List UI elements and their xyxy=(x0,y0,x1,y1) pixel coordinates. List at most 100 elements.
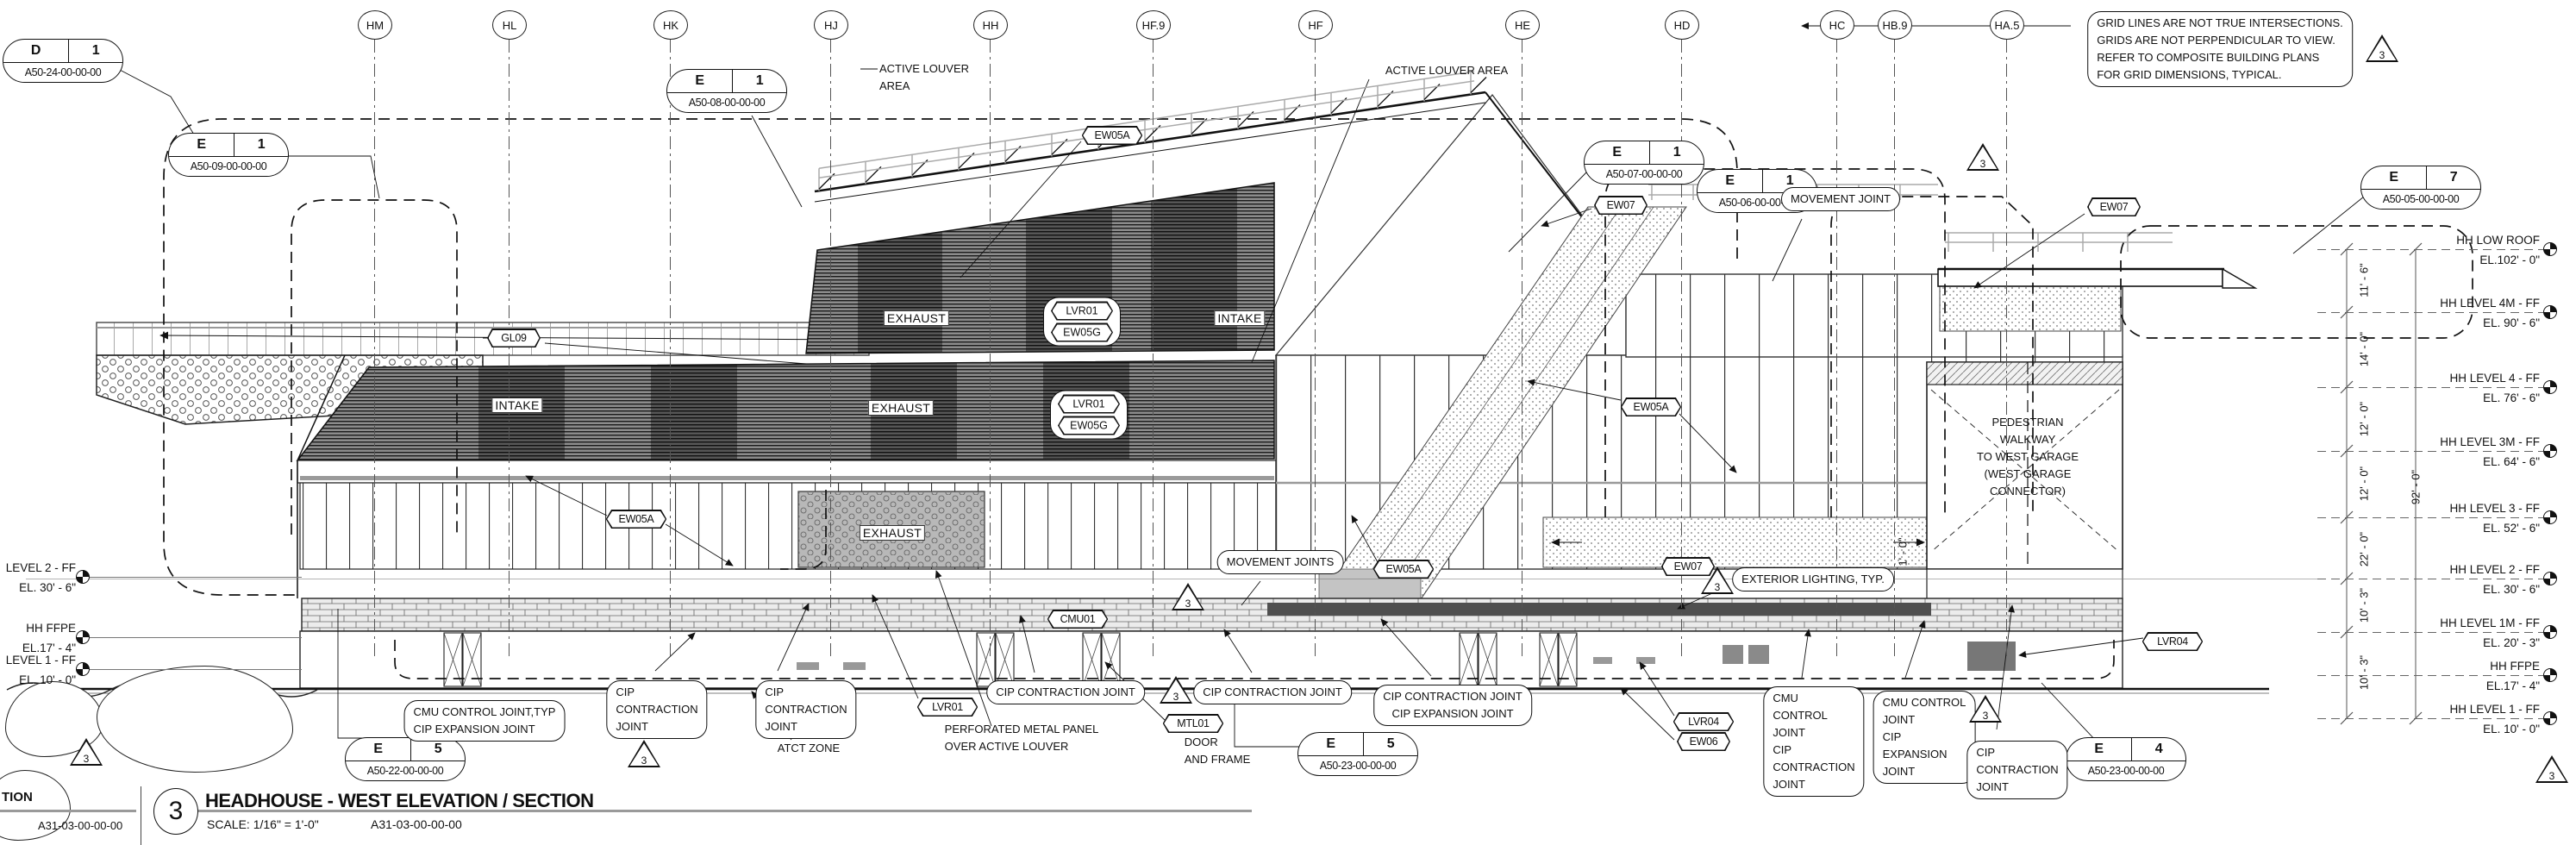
level-marker xyxy=(76,662,90,676)
grid-line-HL xyxy=(509,40,510,660)
callout-sheet: A50-07-00-00-00 xyxy=(1585,164,1704,184)
material-tag-CMU01: CMU01 xyxy=(1047,610,1109,629)
callout-letter: E xyxy=(1725,173,1735,188)
callout-letter: D xyxy=(30,43,41,58)
level-name: HH LEVEL 2 - FF xyxy=(2449,563,2540,576)
area-label-exhaust: EXHAUST xyxy=(867,400,935,416)
grid-bubble-HH: HH xyxy=(973,10,1008,40)
level-name: HH FFPE xyxy=(26,622,76,635)
level-marker xyxy=(2543,572,2557,585)
grid-line-HJ xyxy=(830,40,831,660)
grid-bubble-HF.9: HF.9 xyxy=(1136,10,1171,40)
level-marker xyxy=(2543,242,2557,256)
title-rule xyxy=(197,810,1252,812)
callout-sheet: A50-23-00-00-00 xyxy=(1298,755,1417,775)
level-marker xyxy=(2543,380,2557,394)
adjacent-title-fragment: TION xyxy=(2,790,33,804)
callout-number: 1 xyxy=(68,40,122,62)
level-elevation: EL. 52' - 6" xyxy=(2483,522,2540,535)
atct-zone: ATCT ZONE xyxy=(777,742,841,754)
drawing-number-bubble: 3 xyxy=(153,788,198,835)
level-marker xyxy=(2543,668,2557,682)
grid-line-HK xyxy=(670,40,671,660)
grid-line-HM xyxy=(374,40,375,660)
level-elevation: EL. 10' - 0" xyxy=(19,673,76,686)
level-name: HH LEVEL 4M - FF xyxy=(2440,297,2540,310)
material-tag-LVR01: LVR01 xyxy=(916,698,979,717)
exterior-lighting: EXTERIOR LIGHTING, TYP. xyxy=(1732,567,1894,592)
level-elevation: EL. 30' - 6" xyxy=(19,581,76,594)
level-name: HH LEVEL 1 - FF xyxy=(2449,703,2540,716)
callout-number: 5 xyxy=(1363,733,1417,755)
area-label-exhaust: EXHAUST xyxy=(883,310,950,326)
dimension-label: 22' - 0" xyxy=(2357,531,2371,567)
grid-bubble-HM: HM xyxy=(358,10,392,40)
revision-triangle: 3 xyxy=(1160,676,1192,704)
adjacent-title-rule xyxy=(0,810,136,812)
callout-sheet: A50-22-00-00-00 xyxy=(346,760,465,780)
level-marker xyxy=(2543,305,2557,319)
level-name: LEVEL 2 - FF xyxy=(5,561,76,574)
adjacent-sheet-ref: A31-03-00-00-00 xyxy=(38,819,123,832)
material-tag-EW06: EW06 xyxy=(1677,732,1730,751)
title-block xyxy=(0,780,1293,845)
level-name: HH LEVEL 3M - FF xyxy=(2440,435,2540,448)
grid-bubble-HF: HF xyxy=(1298,10,1333,40)
callout-letter: E xyxy=(2094,742,2104,756)
area-label-intake: INTAKE xyxy=(1214,310,1266,326)
level-line xyxy=(2317,387,2543,388)
grid-line-HF.9 xyxy=(1153,40,1154,660)
cip-contraction-4: CIP CONTRACTION JOINT xyxy=(1193,680,1352,704)
drawing-number: 3 xyxy=(168,797,184,825)
dimension-label: 10' - 3" xyxy=(2357,587,2371,623)
level-name: LEVEL 1 - FF xyxy=(5,654,76,667)
callout-sheet: A50-23-00-00-00 xyxy=(2066,760,2185,780)
grid-note: GRID LINES ARE NOT TRUE INTERSECTIONS.GR… xyxy=(2087,11,2353,87)
level-line xyxy=(2317,632,2543,633)
material-tag-EW05G: EW05G xyxy=(1051,322,1113,342)
level-name: HH LEVEL 4 - FF xyxy=(2449,372,2540,385)
level-elevation: EL. 10' - 0" xyxy=(2483,723,2540,735)
level-marker xyxy=(2543,510,2557,524)
callout-letter: E xyxy=(1612,145,1622,160)
level-elevation: EL.17' - 4" xyxy=(2485,679,2540,692)
grid-bubble-HJ: HJ xyxy=(814,10,848,40)
grid-line-HH xyxy=(990,40,991,660)
grid-line-HA.5 xyxy=(2006,40,2007,660)
drawing-sheet-ref: A31-03-00-00-00 xyxy=(371,817,462,831)
callout-number: 7 xyxy=(2426,166,2480,189)
material-tag-LVR04: LVR04 xyxy=(1673,712,1735,731)
material-tag-EW05A: EW05A xyxy=(1620,397,1682,416)
level-marker xyxy=(2543,711,2557,725)
material-tag-EW07: EW07 xyxy=(1661,557,1715,576)
level-line xyxy=(2317,249,2543,250)
material-tag-EW07: EW07 xyxy=(1594,196,1648,215)
level-elevation: EL. 64' - 6" xyxy=(2483,455,2540,468)
movement-joints: MOVEMENT JOINTS xyxy=(1216,550,1344,574)
dimension-label: 12' - 0" xyxy=(2357,466,2371,502)
material-tag-EW05A: EW05A xyxy=(1081,126,1143,145)
revision-triangle: 3 xyxy=(628,740,660,767)
callout-number: 5 xyxy=(410,738,465,760)
callout-sheet: A50-08-00-00-00 xyxy=(667,92,786,112)
callout-sheet: A50-24-00-00-00 xyxy=(3,62,122,82)
level-line xyxy=(90,577,302,578)
revision-triangle: 3 xyxy=(1966,143,1999,171)
grid-bubble-HD: HD xyxy=(1665,10,1699,40)
level-line xyxy=(2317,517,2543,518)
grid-bubble-HE: HE xyxy=(1505,10,1540,40)
callout-letter: E xyxy=(2389,170,2398,185)
material-tag-EW05G: EW05G xyxy=(1058,416,1120,435)
level-elevation: EL. 30' - 6" xyxy=(2483,583,2540,596)
callout-letter: E xyxy=(373,742,383,756)
